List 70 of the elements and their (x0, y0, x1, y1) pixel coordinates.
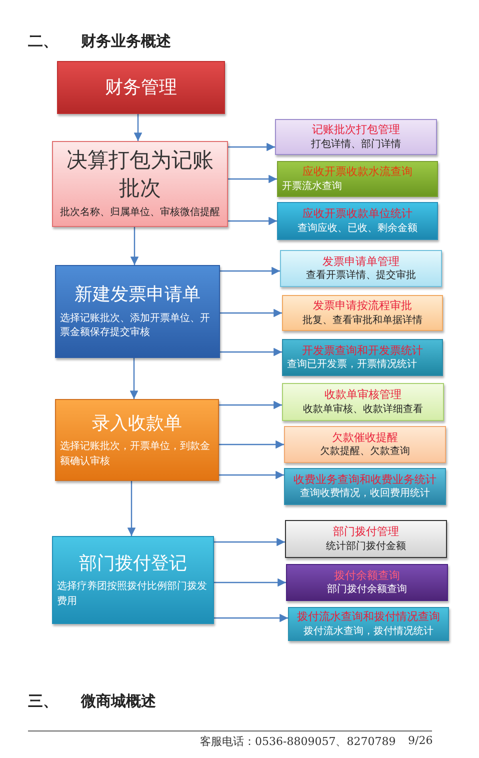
process-box (55, 265, 220, 358)
box-description: 查询已开发票，开票情况统计 (287, 358, 418, 372)
box-description: 拨付流水查询，拨付情况统计 (302, 624, 434, 638)
box-title: 发票申请按流程审批 (312, 299, 413, 314)
arrow (219, 440, 284, 449)
box-title: 应收开票收款单位统计 (302, 207, 414, 222)
process-box (277, 161, 438, 197)
box-description: 选择疗养团按照拨付比例部门拨发费用 (57, 580, 208, 609)
box-description: 选择记账批次，开票单位，到款金额确认审核 (60, 440, 211, 469)
arrow (127, 481, 136, 536)
box-description: 开票流水查询 (282, 180, 343, 193)
process-box (282, 339, 443, 376)
box-title: 录入收款单 (91, 412, 183, 436)
arrow (214, 614, 288, 622)
box-description: 打包详情、部门详情 (310, 138, 402, 151)
arrow (214, 538, 285, 546)
box-title: 记账批次打包管理 (311, 123, 401, 138)
box-title: 决算打包为记账批次 (66, 147, 214, 202)
arrow (214, 578, 286, 587)
arrow (130, 358, 138, 399)
box-description: 选择记账批次、添加开票单位、开票金额保存提交审核 (60, 312, 211, 340)
box-title: 新建发票申请单 (74, 283, 202, 308)
box-title: 发票申请单管理 (322, 254, 400, 270)
arrow (220, 266, 280, 276)
box-title: 收费业务查询和收费业务统计 (292, 472, 438, 488)
process-box (282, 295, 443, 331)
footer-text: 客服电话：0536-8809057、8270789 (200, 734, 396, 749)
box-description: 收款单审核、收款详细查看 (302, 402, 424, 416)
arrow (228, 174, 277, 184)
arrow (130, 227, 139, 265)
section-heading: 二、 财务业务概述 (28, 32, 172, 51)
arrow (220, 348, 282, 356)
box-description: 查询应收、已收、剩余金额 (296, 222, 418, 235)
process-box (282, 383, 444, 421)
box-title: 部门拨付登记 (78, 552, 188, 576)
arrow (228, 142, 275, 152)
box-description: 查询收费情况，收回费用统计 (299, 487, 431, 500)
box-title: 欠款催收提醒 (331, 430, 399, 446)
process-box (284, 468, 446, 505)
process-box (57, 61, 225, 114)
process-box (288, 607, 449, 641)
box-title: 应收开票收款水流查询 (302, 165, 414, 180)
box-description: 查看开票详情、提交审批 (305, 269, 417, 282)
box-title: 拨付余额查询 (333, 568, 401, 584)
process-box (275, 119, 437, 155)
box-title: 开发票查询和开发票统计 (301, 344, 424, 358)
box-title: 收款单审核管理 (324, 388, 402, 403)
box-description: 批次名称、归属单位、审核微信提醒 (59, 206, 221, 220)
box-title: 财务管理 (104, 76, 178, 100)
page-number: 9/26 (408, 734, 433, 747)
box-description: 统计部门拨付金额 (325, 540, 407, 553)
box-description: 部门拨付余额查询 (326, 583, 408, 596)
arrow (134, 114, 142, 141)
arrow (228, 216, 277, 226)
box-title: 部门拨付管理 (332, 525, 400, 540)
process-box (286, 564, 448, 601)
arrow (220, 308, 282, 318)
process-box (284, 426, 446, 463)
process-box (52, 141, 228, 227)
process-box (277, 202, 438, 240)
arrow (219, 400, 282, 410)
box-title: 拨付流水查询和拨付情况查询 (296, 610, 441, 625)
box-description: 批复、查看审批和单据详情 (302, 314, 424, 327)
box-description: 欠款提醒、欠款查询 (319, 445, 411, 458)
process-box (280, 250, 442, 287)
section-heading: 三、 微商城概述 (28, 692, 156, 711)
process-box (285, 520, 447, 558)
process-box (55, 399, 219, 481)
process-box (52, 536, 214, 624)
arrow (219, 470, 284, 480)
